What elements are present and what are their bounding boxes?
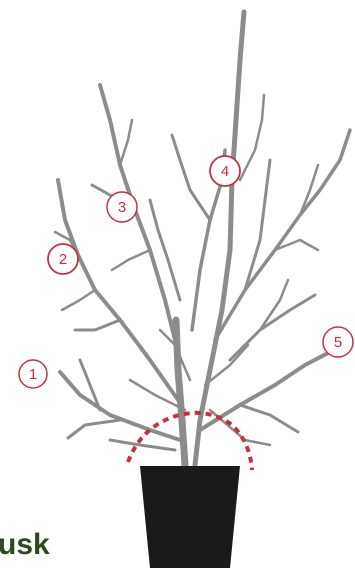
trunk-right [195,12,244,465]
branch-3c [120,120,132,165]
branch-2c [62,290,95,310]
branch-5b [240,405,298,432]
marker-2: 2 [48,244,78,274]
branch-upper-right-e [300,165,318,215]
marker-3: 3 [107,192,137,222]
marker-1-label: 1 [29,366,37,383]
branch-5d [260,280,288,330]
marker-4-label: 4 [221,163,229,180]
twig-mid-4 [210,410,270,445]
marker-3-label: 3 [118,199,126,216]
pot [140,466,240,568]
crown-cut-line [128,413,252,470]
shrub-branches [55,12,350,465]
marker-5: 5 [323,327,353,357]
branch-4c [150,200,180,300]
caption-text: usk [0,528,50,562]
marker-2-label: 2 [59,251,67,268]
branch-upper-right-d [240,95,264,180]
branch-2b [75,320,120,330]
marker-5-label: 5 [334,334,342,351]
branch-3 [100,85,180,360]
twig-low-left [110,440,175,450]
branch-3d [112,250,150,270]
marker-1: 1 [19,360,47,388]
branch-1b [68,420,120,438]
marker-4: 4 [210,156,240,186]
branch-4b [172,135,210,220]
